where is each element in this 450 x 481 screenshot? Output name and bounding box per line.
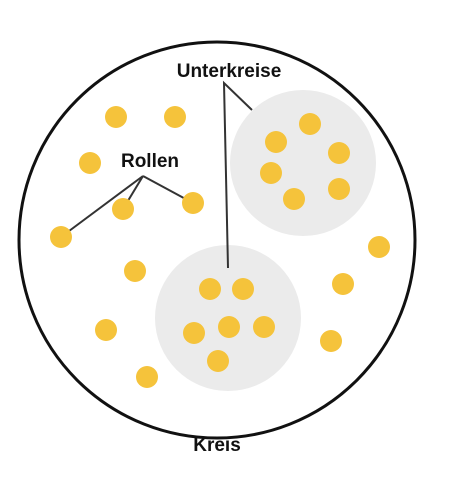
subcircle-top-right	[230, 90, 376, 236]
role-dot	[328, 178, 350, 200]
role-dot	[283, 188, 305, 210]
role-dot	[164, 106, 186, 128]
role-dot	[95, 319, 117, 341]
subcircles-leader-lines	[222, 80, 253, 269]
role-dot	[232, 278, 254, 300]
role-dot	[332, 273, 354, 295]
role-dot	[136, 366, 158, 388]
subcircle-bottom-center-role-dots	[183, 278, 275, 372]
label-roles: Rollen	[121, 151, 179, 172]
role-dot	[265, 131, 287, 153]
role-dot	[253, 316, 275, 338]
label-circle: Kreis	[193, 435, 241, 456]
subcircle-top-right-role-dots	[260, 113, 350, 210]
role-dot	[368, 236, 390, 258]
role-dot	[124, 260, 146, 282]
role-dot	[105, 106, 127, 128]
role-dot	[260, 162, 282, 184]
role-dot	[112, 198, 134, 220]
role-dot	[320, 330, 342, 352]
role-dot	[328, 142, 350, 164]
role-dot	[207, 350, 229, 372]
role-dot	[299, 113, 321, 135]
role-dot	[199, 278, 221, 300]
role-dot	[218, 316, 240, 338]
role-dot	[182, 192, 204, 214]
role-dot	[50, 226, 72, 248]
free-role-dots	[50, 106, 390, 388]
role-dot	[79, 152, 101, 174]
label-subcircles: Unterkreise	[177, 61, 282, 82]
role-dot	[183, 322, 205, 344]
